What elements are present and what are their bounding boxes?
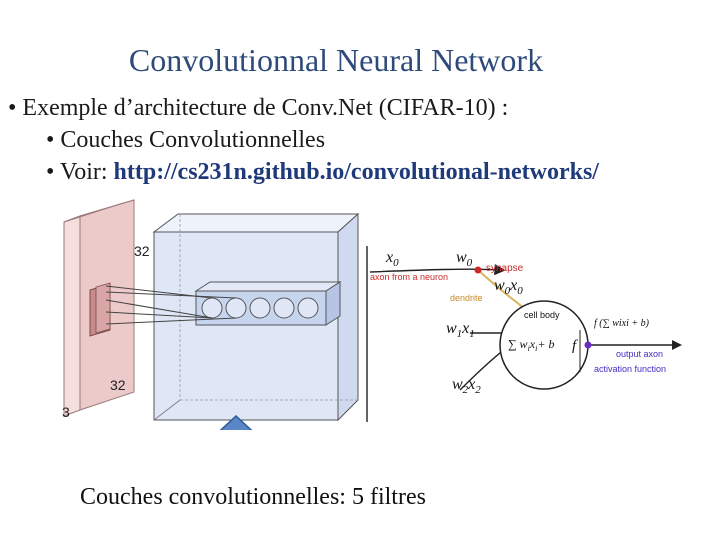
bullet-architecture: • Exemple d’architecture de Conv.Net (CI…: [8, 95, 509, 121]
bullet-conv-layers: • Couches Convolutionnelles: [46, 127, 326, 153]
convnet-figure: 32 32 3 x0 w0 synapse axon from a neuron: [0, 190, 720, 475]
cs231n-link[interactable]: http://cs231n.github.io/convolutional-ne…: [113, 159, 599, 185]
axon-from-neuron-label: axon from a neuron: [370, 272, 448, 282]
bullet-see-prefix: • Voir:: [46, 159, 114, 185]
activation-function-label: activation function: [594, 364, 666, 374]
activation-expression: f (∑ wixi + b): [594, 318, 650, 329]
conv-volume: [105, 212, 360, 422]
neuron-model: [369, 264, 682, 391]
input-volume: [63, 199, 135, 417]
axon-dot: [584, 341, 592, 349]
x0-label: x0: [385, 249, 399, 269]
convnet-diagram: 32 32 3 x0 w0 synapse axon from a neuron: [62, 199, 682, 475]
sum-expression: ∑ wixi+ b: [508, 337, 554, 353]
output-axon-label: output axon: [616, 349, 663, 359]
w2x2-label: w2x2: [452, 376, 481, 396]
figure-caption: Couches convolutionnelles: 5 filtres: [80, 484, 426, 510]
bullet-list: • Exemple d’architecture de Conv.Net (CI…: [8, 92, 599, 188]
synapse-dot: [474, 266, 482, 274]
w0-label: w0: [456, 249, 473, 269]
bullet-see-link: • Voir: http://cs231n.github.io/convolut…: [8, 156, 599, 188]
f-label: f: [572, 338, 578, 354]
volume-height-label: 32: [110, 377, 126, 393]
w1x1-label: w1x1: [446, 320, 475, 340]
volume-width-label: 32: [134, 243, 150, 259]
cell-body-label: cell body: [524, 310, 560, 320]
dendrite-label: dendrite: [450, 293, 483, 303]
slide-title: Convolutionnal Neural Network: [128, 42, 544, 78]
w0x0-label: w0x0: [494, 277, 523, 297]
volume-depth-label: 3: [62, 404, 70, 420]
synapse-label: synapse: [486, 263, 524, 274]
